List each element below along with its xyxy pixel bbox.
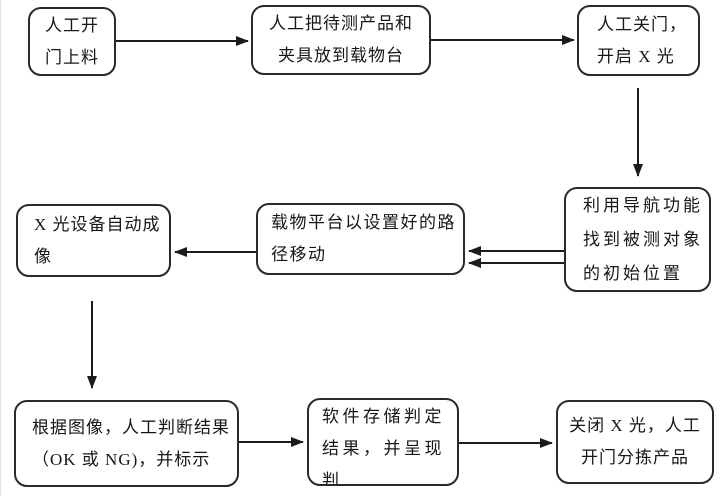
node-text: 人工关门， 开启 X 光 [597, 14, 687, 66]
node-close-door-turn-on-xray: 人工关门， 开启 X 光 [577, 5, 700, 76]
node-stage-moves-along-preset-path: 载物平台以设置好的路 径移动 [256, 203, 465, 275]
node-manual-open-door-load: 人工开 门上料 [28, 7, 116, 76]
node-text: 根据图像，人工判断结果 （OK 或 NG)，并标示 [32, 417, 230, 469]
node-place-product-and-fixture-on-stage: 人工把待测产品和 夹具放到载物台 [251, 5, 431, 75]
node-text: 人工把待测产品和 夹具放到载物台 [269, 14, 413, 65]
node-turn-off-xray-open-door-sort: 关闭 X 光，人工 开门分拣产品 [556, 400, 714, 484]
node-navigate-to-initial-position: 利用导航功能 找到被测对象 的初始位置 [564, 187, 711, 292]
node-text: 软件存储判定 结果，并呈现判 定结果图 [322, 407, 445, 486]
node-text: 人工开 门上料 [45, 15, 99, 67]
node-text: X 光设备自动成 像 [34, 214, 161, 266]
node-xray-auto-imaging: X 光设备自动成 像 [16, 204, 171, 277]
node-software-store-show-result: 软件存储判定 结果，并呈现判 定结果图 [307, 398, 459, 486]
node-manual-judge-result-mark: 根据图像，人工判断结果 （OK 或 NG)，并标示 [14, 400, 239, 487]
node-text: 载物平台以设置好的路 径移动 [271, 213, 456, 264]
node-text: 利用导航功能 找到被测对象 的初始位置 [583, 195, 703, 283]
node-text: 关闭 X 光，人工 开门分拣产品 [569, 416, 701, 467]
